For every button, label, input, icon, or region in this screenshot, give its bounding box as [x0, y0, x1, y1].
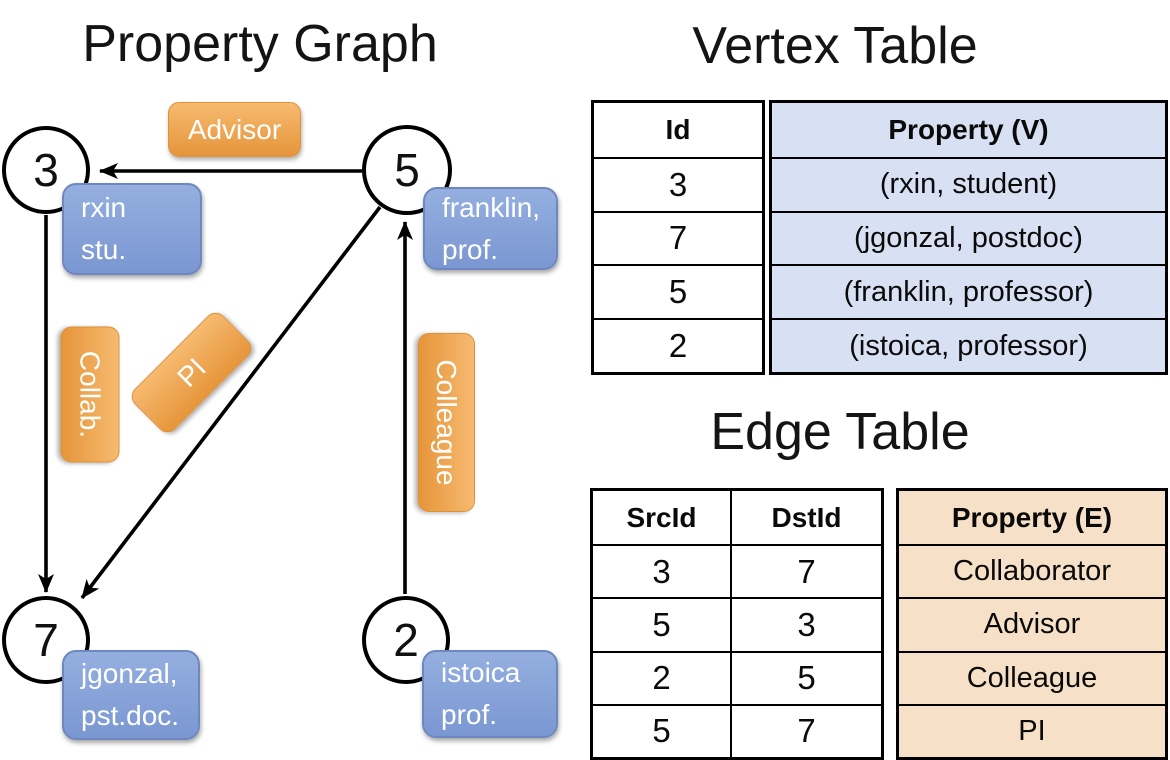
edge-table-cell: 2 [593, 650, 730, 704]
edge-table-id-columns: SrcId DstId 3 7 5 3 2 5 5 7 [590, 488, 884, 760]
column-header-property-v: Property (V) [772, 103, 1165, 157]
vertex-table-cell: 7 [594, 210, 762, 265]
vertex-property-label-franklin: franklin, prof. [423, 187, 558, 270]
label-line: franklin, [442, 191, 541, 223]
edge-table-cell: Advisor [899, 597, 1165, 651]
label-line: rxin [81, 192, 127, 223]
column-header-property-e: Property (E) [899, 491, 1165, 545]
vertex-id: 7 [33, 614, 59, 666]
edge-table-cell: 5 [730, 650, 881, 704]
edge-table-cell: 7 [730, 703, 881, 757]
vertex-node-2: 2 [362, 596, 450, 684]
vertex-table-title: Vertex Table [692, 17, 978, 75]
vertex-table-cell: 2 [594, 318, 762, 372]
vertex-table-id-column: Id 3 7 5 2 [591, 100, 765, 375]
property-graph-title: Property Graph [82, 15, 438, 73]
edge-arrow-pi-5-to-7 [80, 205, 382, 600]
column-header-id: Id [665, 113, 691, 145]
vertex-id: 5 [394, 144, 420, 196]
vertex-property-label-jgonzal: jgonzal, pst.doc. [62, 650, 200, 740]
label-text: Advisor [187, 113, 282, 145]
vertex-table-cell: (istoica, professor) [772, 318, 1165, 372]
edge-table-cell: 5 [593, 597, 730, 650]
edge-table-title: Edge Table [710, 403, 970, 461]
edge-table-cell: PI [899, 703, 1165, 757]
label-line: jgonzal, [81, 658, 178, 689]
label-line: stu. [81, 234, 127, 265]
label-line: istoica [441, 657, 521, 688]
edge-property-label-colleague: Colleague [418, 333, 475, 512]
edge-table-cell: 3 [730, 597, 881, 651]
column-header-dstid: DstId [730, 491, 881, 545]
edge-table-cell: Colleague [899, 650, 1165, 704]
vertex-id: 3 [33, 144, 59, 196]
edge-property-label-collab: Collab. [60, 326, 120, 463]
vertex-table-cell: 3 [594, 156, 762, 211]
vertex-property-label-rxin: rxin stu. [62, 183, 202, 275]
vertex-property-label-istoica: istoica prof. [422, 650, 558, 738]
vertex-node-5: 5 [362, 125, 452, 215]
edge-table-property-column: Property (E) Collaborator Advisor Collea… [896, 488, 1168, 760]
edge-property-label-advisor: Advisor [168, 102, 301, 157]
vertex-table-cell: (jgonzal, postdoc) [772, 210, 1165, 265]
vertex-table-property-column: Property (V) (rxin, student) (jgonzal, p… [769, 100, 1168, 375]
edge-table-cell: 7 [730, 544, 881, 598]
label-line: prof. [442, 233, 499, 265]
label-text: Colleague [431, 359, 463, 486]
edge-table-cell: 3 [593, 544, 730, 597]
label-text: Collab. [75, 350, 106, 439]
edge-table-cell: 5 [593, 703, 730, 757]
vertex-table-cell: (franklin, professor) [772, 264, 1165, 319]
label-text: PI [170, 351, 212, 393]
edge-table-cell: Collaborator [899, 544, 1165, 598]
column-header-srcid: SrcId [626, 501, 697, 533]
vertex-table-cell: 5 [594, 264, 762, 318]
vertex-id: 2 [393, 614, 419, 666]
label-line: pst.doc. [81, 700, 180, 731]
vertex-table-cell: (rxin, student) [772, 156, 1165, 211]
label-line: prof. [441, 699, 498, 730]
graph-edges-canvas [38, 163, 413, 600]
